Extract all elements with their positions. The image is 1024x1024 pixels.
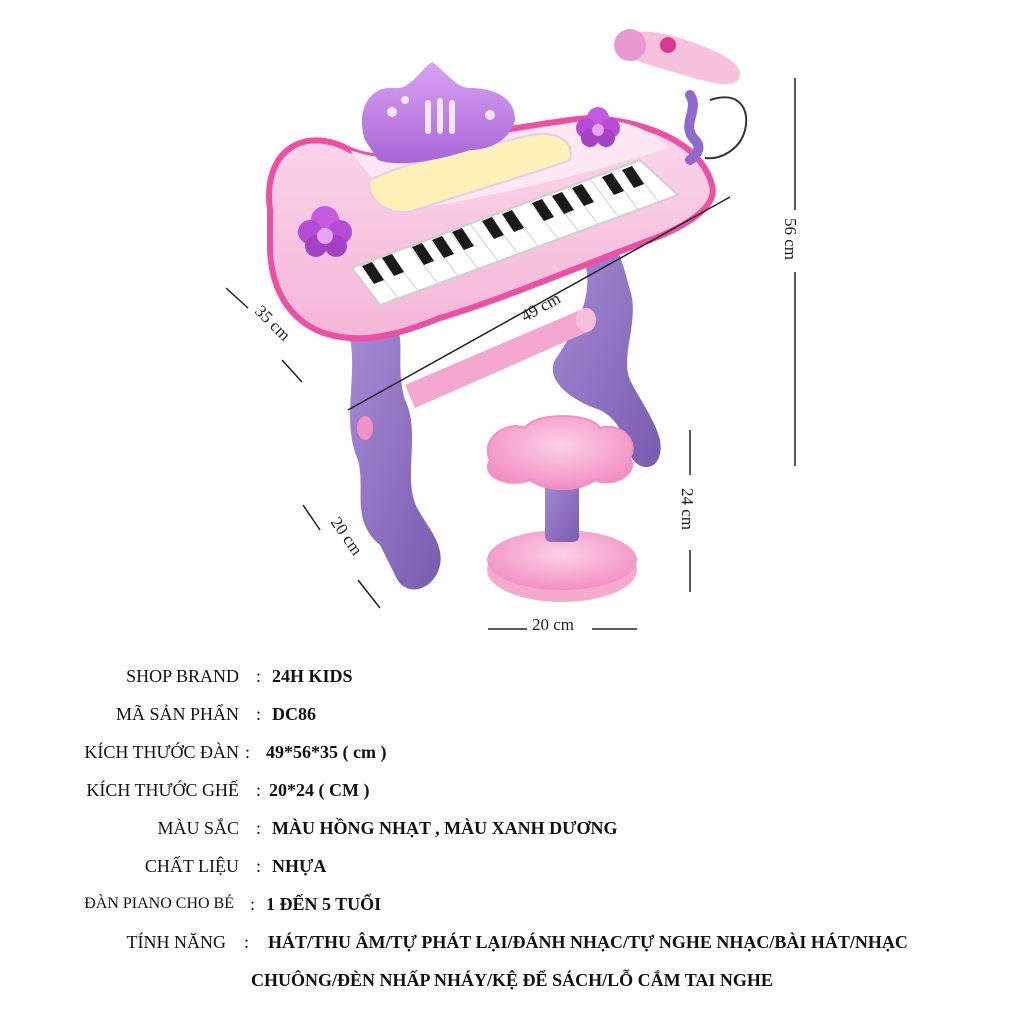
spec-colon: : xyxy=(250,894,256,914)
spec-colon: : xyxy=(244,932,250,952)
spec-colon: : xyxy=(245,742,251,762)
spec-row-material: CHẤT LIỆU : NHỰA xyxy=(0,851,1024,881)
dimension-label-20cm-stool: 20 cm xyxy=(532,615,574,634)
dimension-lines xyxy=(225,78,796,630)
spec-colon: : xyxy=(256,666,262,686)
spec-row-features: TÍNH NĂNG : HÁT/THU ÂM/TỰ PHÁT LẠI/ĐÁNH … xyxy=(0,927,1024,957)
spec-row-product-code: MÃ SẢN PHẨN : DC86 xyxy=(0,699,1024,729)
spec-label: ĐÀN PIANO CHO BÉ xyxy=(84,895,234,912)
spec-value: HÁT/THU ÂM/TỰ PHÁT LẠI/ĐÁNH NHẠC/TỰ NGHE… xyxy=(268,932,908,952)
spec-value: 49*56*35 ( cm ) xyxy=(266,742,387,762)
stool xyxy=(486,415,637,602)
dimension-label-24cm: 24 cm xyxy=(678,488,697,530)
spec-label: KÍCH THƯỚC ĐÀN xyxy=(84,742,239,762)
spec-row-age: ĐÀN PIANO CHO BÉ : 1 ĐẾN 5 TUỔI xyxy=(0,889,1024,919)
spec-label: CHẤT LIỆU xyxy=(144,856,239,876)
spec-row-color: MÀU SẮC : MÀU HỒNG NHẠT , MÀU XANH DƯƠNG xyxy=(0,813,1024,843)
spec-value: 1 ĐẾN 5 TUỔI xyxy=(266,894,382,914)
spec-row-piano-size: KÍCH THƯỚC ĐÀN : 49*56*35 ( cm ) xyxy=(0,737,1024,767)
spec-row-brand: SHOP BRAND : 24H KIDS xyxy=(0,661,1024,691)
spec-label: MÀU SẮC xyxy=(157,818,239,838)
product-figure: 49 cm 56 cm 35 cm 20 cm 24 cm 20 cm xyxy=(225,29,800,634)
spec-value: MÀU HỒNG NHẠT , MÀU XANH DƯƠNG xyxy=(272,818,618,838)
spec-value: DC86 xyxy=(272,704,316,724)
toy-piano-illustration xyxy=(266,29,748,602)
spec-label: TÍNH NĂNG xyxy=(126,932,226,952)
flower-button-right xyxy=(576,107,620,147)
spec-features-continuation: CHUÔNG/ĐÈN NHẤP NHÁY/KỆ ĐỂ SÁCH/LỖ CẮM T… xyxy=(251,970,773,990)
microphone xyxy=(614,29,748,165)
dimension-label-56cm: 56 cm xyxy=(781,218,800,260)
spec-colon: : xyxy=(256,780,262,800)
spec-label: SHOP BRAND xyxy=(126,666,239,686)
spec-row-stool-size: KÍCH THƯỚC GHẾ : 20*24 ( CM ) xyxy=(0,775,1024,805)
spec-label: MÃ SẢN PHẨN xyxy=(115,704,239,724)
flower-button-left xyxy=(298,206,352,257)
spec-value: NHỰA xyxy=(272,856,327,876)
spec-value: 20*24 ( CM ) xyxy=(269,780,370,800)
piano-keys xyxy=(350,158,680,307)
spec-value: 24H KIDS xyxy=(272,666,353,686)
spec-colon: : xyxy=(256,818,262,838)
spec-label: KÍCH THƯỚC GHẾ xyxy=(86,780,239,800)
spec-colon: : xyxy=(256,856,262,876)
spec-colon: : xyxy=(256,704,262,724)
dimension-label-20cm-depth: 20 cm xyxy=(327,513,367,558)
